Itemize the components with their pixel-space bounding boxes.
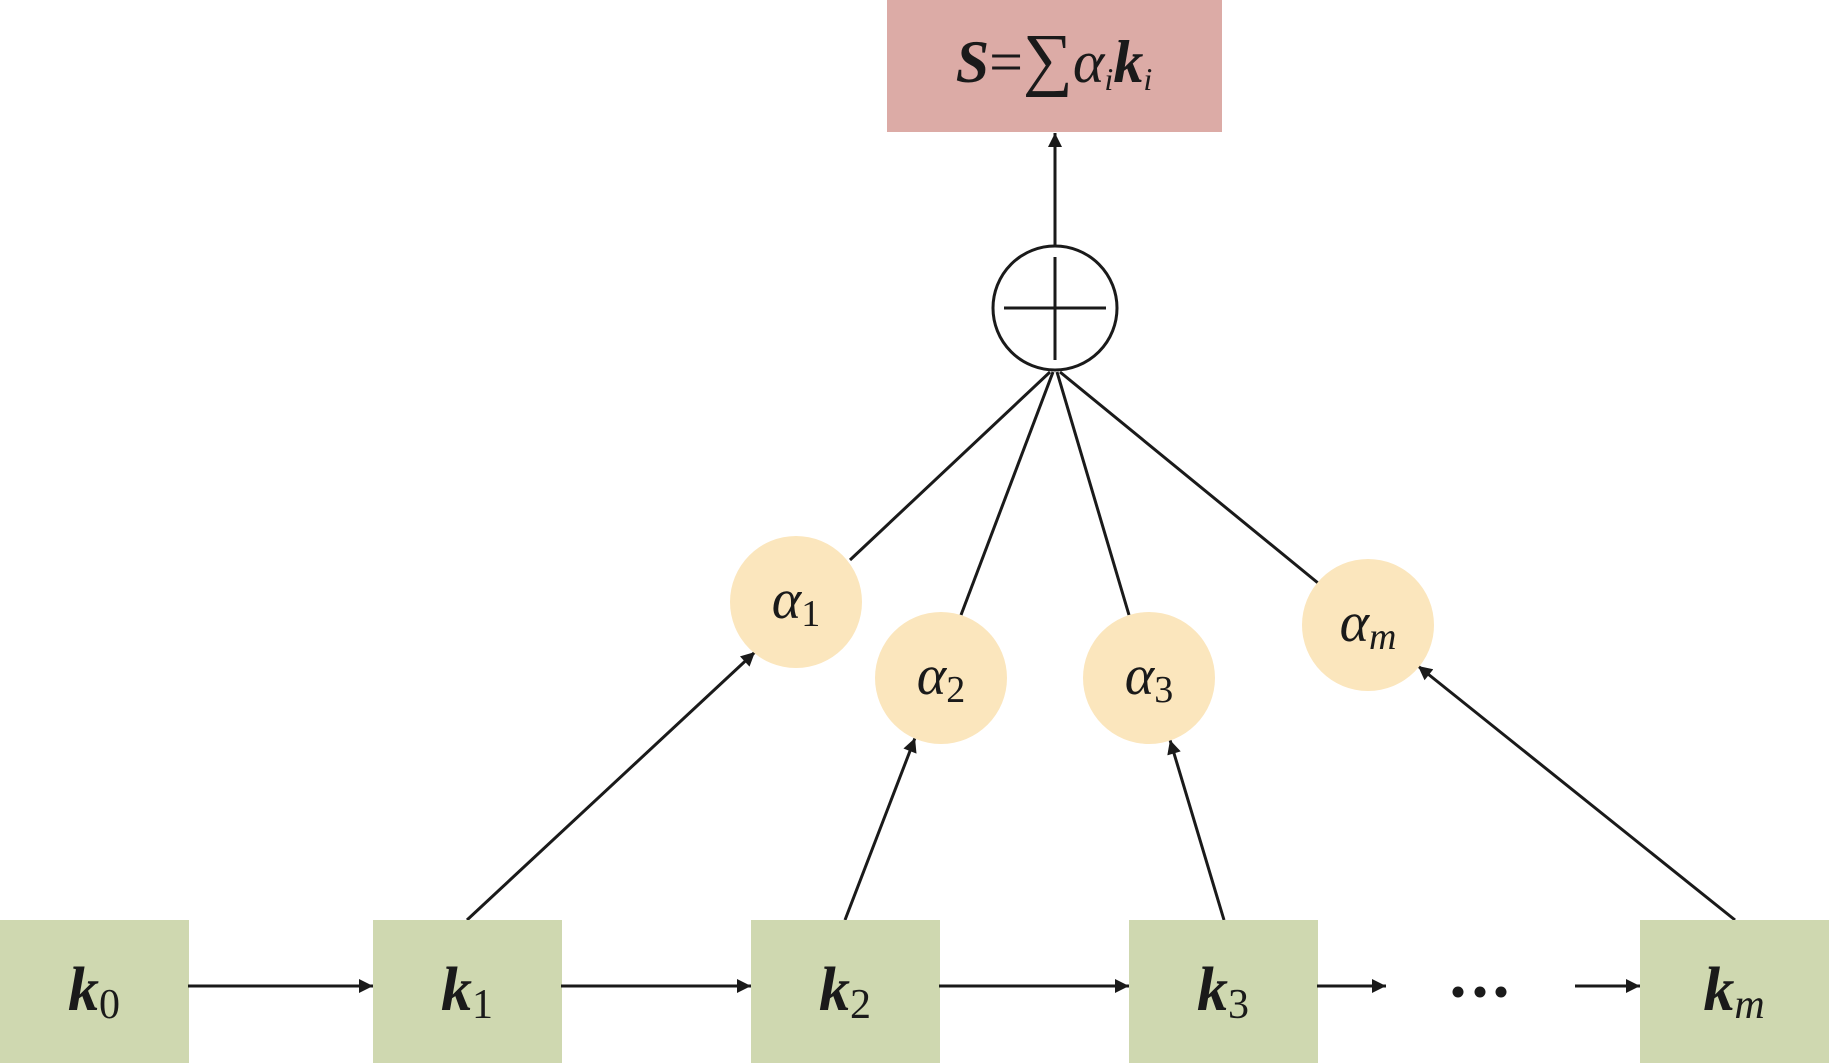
weight-symbol: α: [1125, 645, 1156, 707]
weight-subscript: m: [1369, 616, 1396, 658]
output-k: k: [1113, 29, 1143, 95]
weight-node-alpha-m: αm: [1302, 559, 1434, 691]
key-box: [373, 920, 562, 1063]
key-node-k-1: k1: [373, 920, 562, 1063]
key-to-weight-arrows: [465, 650, 1736, 922]
weight-symbol: α: [917, 645, 948, 707]
key-subscript: 1: [472, 982, 493, 1028]
line-alpha1-sum: [848, 370, 1052, 562]
weight-label: α1: [772, 569, 820, 635]
weight-subscript: 2: [946, 669, 965, 711]
key-symbol: k: [819, 956, 850, 1024]
key-symbol: k: [1197, 956, 1228, 1024]
output-alpha-sub: i: [1104, 61, 1113, 97]
weight-symbol: α: [772, 569, 803, 631]
key-node-k-2: k2: [751, 920, 940, 1063]
key-label: k2: [819, 956, 871, 1028]
line-alpha2-sum: [959, 371, 1055, 616]
key-subscript: 0: [99, 982, 120, 1028]
key-node-k-3: k3: [1129, 920, 1318, 1063]
output-S: S: [956, 29, 989, 95]
weight-circle: [730, 536, 862, 668]
arrow-k1-alpha1: [465, 650, 757, 922]
line-alpha3-sum: [1055, 371, 1131, 616]
key-label: km: [1703, 956, 1764, 1028]
key-box: [1129, 920, 1318, 1063]
output-formula: S=∑αiki: [956, 21, 1152, 98]
output-sigma: ∑: [1023, 21, 1073, 98]
output-k-sub: i: [1143, 61, 1152, 97]
output-alpha: α: [1073, 29, 1106, 95]
arrow-km-alpham: [1417, 664, 1736, 922]
weight-label: α2: [917, 645, 965, 711]
circled-plus-icon: [991, 244, 1119, 372]
line-alpham-sum: [1059, 370, 1319, 585]
weight-node-alpha-2: α2: [875, 612, 1007, 744]
ellipsis-dots: [1452, 986, 1507, 998]
key-node-k-0: k0: [0, 920, 189, 1063]
key-subscript: 2: [850, 982, 871, 1028]
weight-subscript: 1: [801, 593, 820, 635]
weight-node-alpha-1: α1: [730, 536, 862, 668]
output-eq: =: [989, 29, 1023, 95]
output-sum-box: [887, 0, 1222, 132]
key-node-k-m: km: [1640, 920, 1829, 1063]
key-box: [751, 920, 940, 1063]
key-label: k1: [441, 956, 493, 1028]
weight-label: αm: [1340, 592, 1397, 658]
weight-circle: [1083, 612, 1215, 744]
arrow-k2-alpha2: [843, 737, 917, 921]
weight-to-sum-lines: [848, 370, 1319, 616]
key-label: k3: [1197, 956, 1249, 1028]
key-symbol: k: [1703, 956, 1734, 1024]
key-box: [1640, 920, 1829, 1063]
weight-symbol: α: [1340, 592, 1371, 654]
key-symbol: k: [441, 956, 472, 1024]
ellipsis-text: …: [1480, 999, 1481, 1001]
key-box: [0, 920, 189, 1063]
key-subscript: 3: [1228, 982, 1249, 1028]
weight-circle: [875, 612, 1007, 744]
key-symbol: k: [68, 956, 99, 1024]
weight-label: α3: [1125, 645, 1173, 711]
weight-circle: [1302, 559, 1434, 691]
weight-subscript: 3: [1154, 669, 1173, 711]
arrow-k3-alpha3: [1167, 739, 1226, 921]
key-subscript: m: [1734, 982, 1764, 1028]
key-label: k0: [68, 956, 120, 1028]
weight-node-alpha-3: α3: [1083, 612, 1215, 744]
